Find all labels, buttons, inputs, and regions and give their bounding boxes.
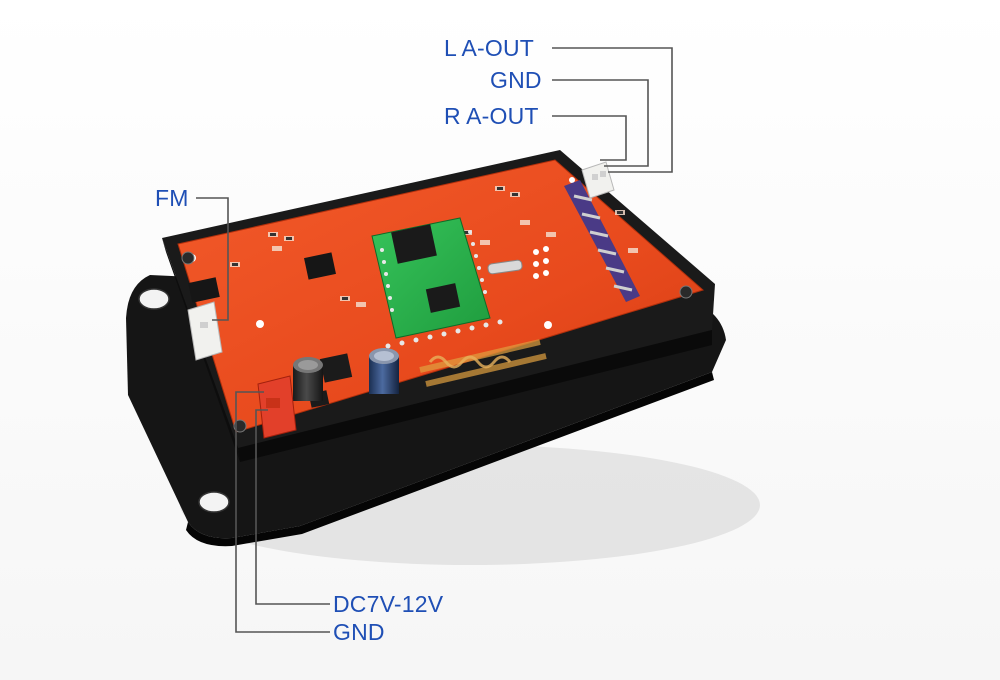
label-l-aout: L A-OUT — [444, 35, 535, 61]
audio-out-connector — [581, 161, 615, 199]
label-dc-in: DC7V-12V — [333, 591, 444, 617]
label-r-aout: R A-OUT — [444, 103, 539, 129]
pcb-board — [177, 159, 705, 433]
leader-lines — [196, 47, 673, 633]
label-fm: FM — [155, 185, 189, 211]
display-connector — [564, 180, 640, 302]
label-gnd-top: GND — [490, 67, 542, 93]
electrolytic-capacitor-2 — [369, 348, 399, 394]
bluetooth-module — [371, 217, 491, 339]
label-gnd-bottom: GND — [333, 619, 385, 645]
fm-antenna-connector — [187, 301, 223, 361]
power-connector — [257, 375, 297, 439]
electrolytic-capacitor — [293, 357, 323, 401]
